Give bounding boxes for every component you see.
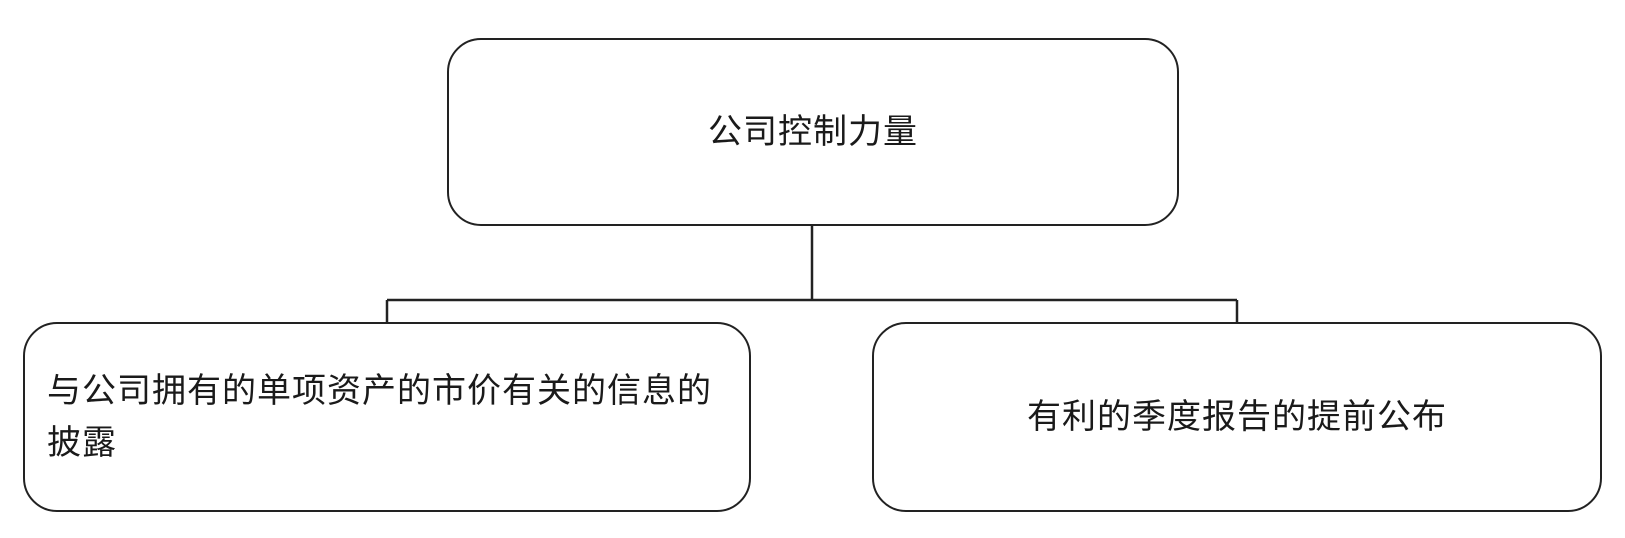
root-node: 公司控制力量 [447, 38, 1179, 226]
root-node-label: 公司控制力量 [708, 112, 918, 152]
child-node-left-label: 与公司拥有的单项资产的市价有关的信息的披露 [47, 371, 712, 463]
child-node-right-label: 有利的季度报告的提前公布 [1027, 397, 1447, 437]
child-node-left: 与公司拥有的单项资产的市价有关的信息的披露 [23, 322, 751, 512]
child-node-right: 有利的季度报告的提前公布 [872, 322, 1602, 512]
